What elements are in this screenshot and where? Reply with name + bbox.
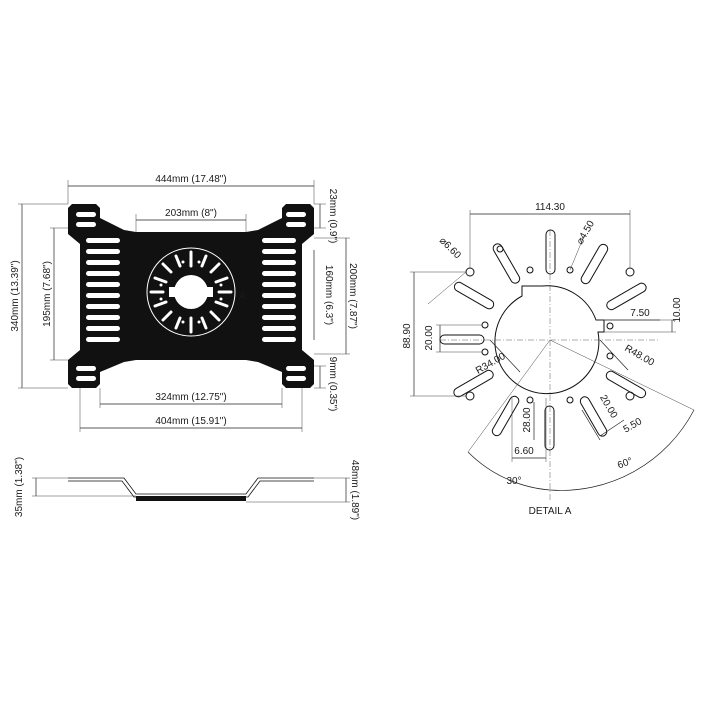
right-slots [262,212,306,381]
top-view: A 444mm (17.48") 203mm (8") [10,174,358,432]
slot-width-right-label: 10.00 [672,297,683,322]
inner-height-label: 195mm (7.68") [42,261,53,327]
detail-a: 114.30 88.90 ⌀6.60 ⌀4.50 7.50 10.00 20.0… [402,202,695,517]
bottom-outer-width-label: 404mm (15.91") [155,416,226,427]
slot-width-diag-label: 5.50 [622,416,645,435]
slot-length-diag-label: 20.00 [597,393,619,421]
detail-marker: A [239,291,246,302]
hole-dia-small-label: ⌀4.50 [575,219,597,247]
inner-radius-label: R34.00 [474,351,508,377]
right-height-outer-label: 200mm (7.87") [347,263,358,329]
detail-width-label: 114.30 [535,202,565,213]
side-right-height-label: 48mm (1.89") [349,460,360,520]
side-base-plate [136,496,246,501]
detail-title: DETAIL A [529,506,572,517]
top-offset-label: 23mm (0.9") [327,189,338,244]
side-profile-bottom [68,480,314,498]
right-height-inner-label: 160mm (6.3") [323,265,334,325]
bottom-offset-label: 9mm (0.35") [327,357,338,412]
side-view: 35mm (1.38") 48mm (1.89") [14,457,360,520]
detail-height-label: 88.90 [402,323,413,348]
center-plate-pattern [146,247,236,337]
overall-height-label: 340mm (13.39") [10,260,21,331]
hole-dia-large-label: ⌀6.60 [437,235,463,261]
center-width-label: 203mm (8") [165,208,217,219]
slot-width-left-label: 20.00 [424,325,435,350]
slot-length-label: 28.00 [522,407,533,432]
radial-slots [439,229,647,451]
slot-width-label: 6.60 [514,446,534,457]
left-slots [76,212,120,381]
angle-right-label: 60° [616,456,634,472]
angle-left-label: 30° [506,476,521,487]
side-left-height-label: 35mm (1.38") [14,457,25,517]
overall-width-label: 444mm (17.48") [155,174,226,185]
central-opening [494,285,605,395]
bottom-inner-width-label: 324mm (12.75") [155,392,226,403]
outer-radius-label: R48.00 [623,343,657,369]
side-profile-top [68,477,314,495]
slot-offset-label: 7.50 [630,308,650,319]
